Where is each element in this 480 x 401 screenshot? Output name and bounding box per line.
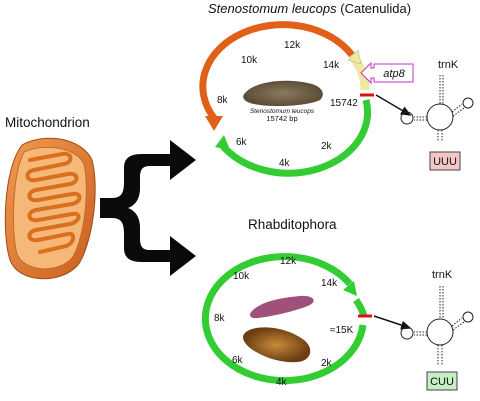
top-tick-10k: 10k [241,55,258,66]
inner-genome-size: 15742 bp [266,114,297,123]
split-arrow-icon [100,140,196,276]
top-anticodon-box [429,151,461,171]
bottom-arc-arrowhead [343,281,357,296]
bottom-trna-label: trnK [432,269,453,281]
bottom-tick-15k: ≈15K [330,325,354,336]
top-tick-12k: 12k [284,40,301,51]
bottom-tick-12k: 12k [280,256,297,267]
top-anticodon: UUU [433,156,457,168]
orange-gene-arc [199,21,355,121]
inner-species-name: Stenostomum leucops [250,108,315,115]
green-gene-arc [219,99,372,177]
mitochondrion-label: Mitochondrion [5,115,90,130]
flatworm-icon [250,295,314,319]
bottom-tick-10k: 10k [233,271,250,282]
top-tick-2k: 2k [321,141,333,152]
top-species-name: Stenostomum leucops [208,1,337,16]
bottom-anticodon-box [426,371,458,391]
top-tick-14k: 14k [323,60,340,71]
flatworm-icon [243,80,323,107]
bottom-tick-2k: 2k [321,358,333,369]
top-tick-6k: 6k [236,137,248,148]
orange-arc-arrowhead [205,116,223,131]
bottom-tick-14k: 14k [321,278,338,289]
bottom-tick-4k: 4k [276,377,288,388]
bottom-tick-6k: 6k [232,355,244,366]
atp8-label: atp8 [360,61,414,85]
flatworm-icon [243,327,311,363]
green-arc-arrowhead [215,135,230,150]
top-tick-15742: 15742 [330,98,358,109]
top-tick-4k: 4k [279,158,291,169]
svg-text:Stenostomum leucops (Caten: Stenostomum leucops (Catenulida) [208,1,411,16]
top-trna-arrow [375,94,412,116]
bottom-anticodon: CUU [430,376,454,388]
top-tick-8k: 8k [217,95,229,106]
mitochondrion-icon [4,137,96,280]
bottom-title: Rhabditophora [248,217,337,232]
trna-cloverleaf-icon [400,286,474,365]
top-genome-circle: 12k 14k 10k 8k 15742 6k 2k 4k Stenostomu… [199,21,374,177]
trna-cloverleaf-icon [400,75,474,142]
bottom-trna-arrow [373,315,412,330]
top-trna-label: trnK [438,59,459,71]
atp8-gene-name: atp8 [383,68,405,80]
bottom-green-arc [201,253,367,385]
top-clade-name: (Catenulida) [340,1,411,16]
bottom-genome-circle: 12k 10k 14k 8k ≈15K 6k 2k 4k [201,253,372,388]
bottom-tick-8k: 8k [214,313,226,324]
